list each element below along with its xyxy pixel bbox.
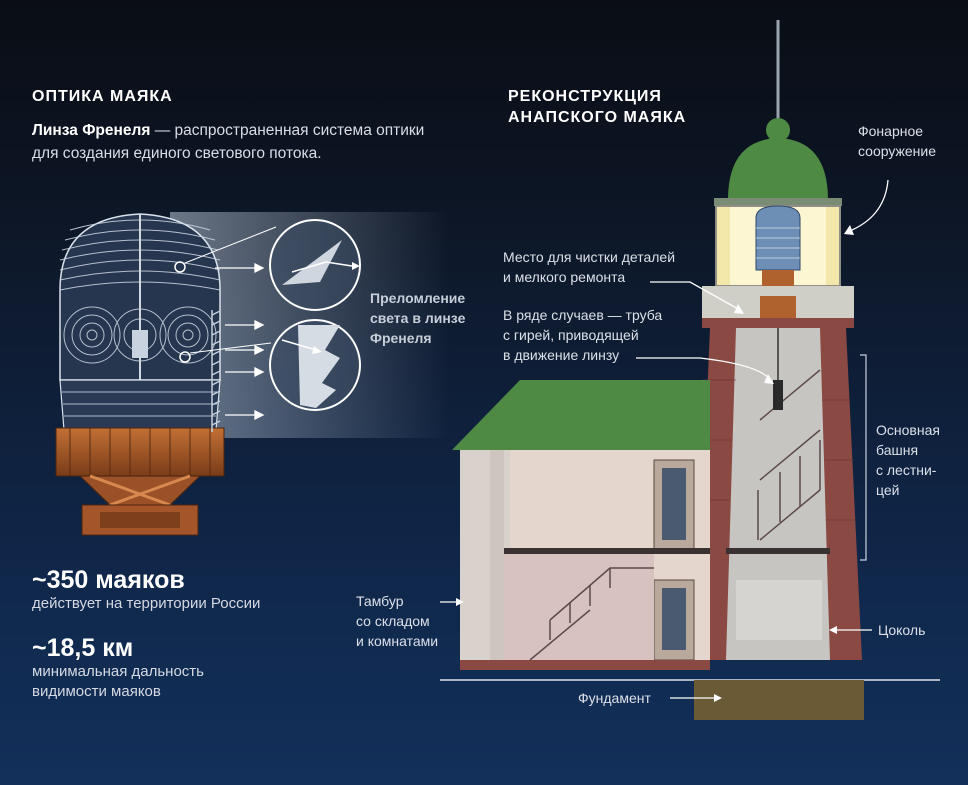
magnifier-top	[184, 219, 361, 311]
pointer-arrowheads	[456, 225, 854, 702]
detail-marker-top	[174, 261, 186, 273]
stat-lighthouses: ~350 маяков действует на территории Росс…	[32, 566, 392, 614]
reconstruction-heading: РЕКОНСТРУКЦИЯ АНАПСКОГО МАЯКА	[508, 88, 687, 126]
lighthouse-top	[714, 20, 842, 206]
detail-marker-bottom	[179, 351, 191, 363]
intro-term: Линза Френеля	[32, 122, 151, 139]
stat-visibility: ~18,5 км минимальная дальность видимости…	[32, 634, 392, 702]
prism-strip	[211, 310, 221, 432]
light-rays	[215, 262, 265, 421]
label-tower: Основная башня с лестни- цей	[876, 422, 940, 498]
lens-body	[55, 213, 225, 536]
label-cleaning: Место для чистки деталей и мелкого ремон…	[503, 249, 676, 285]
magnifier-bottom	[189, 319, 361, 411]
lighthouse-illustration	[440, 20, 940, 720]
stat-value: ~18,5 км	[32, 634, 134, 662]
label-lantern: Фонарное сооружение	[858, 123, 937, 159]
intro-text: — распространенная система оптики для со…	[32, 122, 425, 162]
tower-bracket	[860, 354, 867, 561]
foundation	[694, 680, 864, 720]
label-vestibule: Тамбур со складом и комнатами	[356, 593, 439, 649]
stat-caption: действует на территории России	[32, 595, 261, 612]
optics-heading: ОПТИКА МАЯКА	[32, 88, 173, 105]
label-foundation: Фундамент	[578, 690, 651, 706]
label-plinth: Цоколь	[878, 622, 926, 638]
optics-intro: Линза Френеля — распространенная система…	[32, 119, 452, 165]
label-pipe: В ряде случаев — труба с гирей, приводящ…	[503, 307, 663, 363]
stat-caption: видимости маяков	[32, 683, 161, 700]
fresnel-lens-illustration	[55, 212, 450, 536]
stat-value: ~350 маяков	[32, 566, 185, 594]
lantern-room	[715, 205, 841, 287]
vestibule-building	[452, 380, 710, 670]
stat-caption: минимальная дальность	[32, 663, 204, 680]
refraction-label: Преломление света в линзе Френеля	[370, 290, 466, 346]
main-tower	[696, 328, 862, 660]
pointer-arrows	[440, 179, 889, 699]
